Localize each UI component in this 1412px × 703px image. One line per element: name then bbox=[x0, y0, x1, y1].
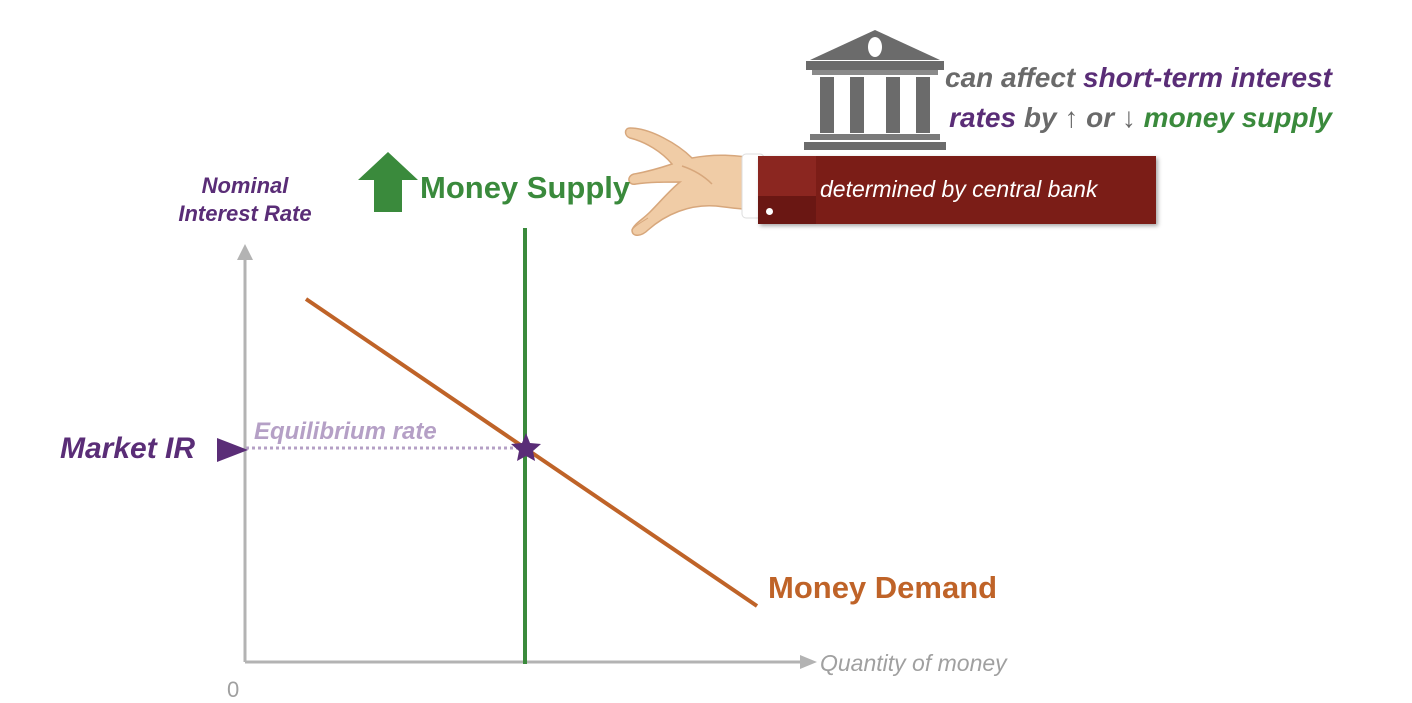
note-text-by: by bbox=[1023, 102, 1057, 133]
down-arrow-glyph: ↓ bbox=[1121, 102, 1136, 133]
up-arrow-icon bbox=[358, 152, 418, 212]
money-demand-label: Money Demand bbox=[768, 570, 998, 605]
y-axis-label-line1: Nominal bbox=[201, 173, 289, 198]
note-text-rates: rates bbox=[949, 102, 1017, 133]
money-supply-label: Money Supply bbox=[420, 170, 631, 205]
note-text-money-supply: money supply bbox=[1143, 102, 1332, 133]
y-axis-label: Nominal Interest Rate bbox=[150, 172, 340, 228]
y-axis-arrow bbox=[237, 244, 253, 260]
note-text-short-term-interest: short-term interest bbox=[1083, 62, 1332, 93]
x-axis-arrow bbox=[800, 655, 817, 669]
hand-icon bbox=[624, 127, 765, 236]
equilibrium-rate-label: Equilibrium rate bbox=[254, 418, 437, 445]
central-bank-note-line1: can affect short-term interest bbox=[945, 58, 1332, 98]
central-bank-note: can affect short-term interest rates by … bbox=[945, 58, 1332, 138]
equilibrium-star-icon bbox=[511, 433, 541, 461]
note-text-or: or bbox=[1086, 102, 1115, 133]
cuff-button-icon bbox=[766, 208, 773, 215]
x-axis-label: Quantity of money bbox=[820, 650, 1007, 676]
central-bank-note-line2: rates by ↑ or ↓ money supply bbox=[945, 98, 1332, 138]
market-ir-label: Market IR bbox=[60, 432, 196, 465]
up-arrow-glyph: ↑ bbox=[1064, 102, 1079, 133]
y-axis-label-line2: Interest Rate bbox=[178, 201, 312, 226]
sleeve-cuff bbox=[758, 156, 816, 224]
bank-building-icon bbox=[804, 30, 946, 150]
central-bank-box: determined by central bank bbox=[758, 156, 1156, 224]
market-ir-pointer-icon bbox=[217, 438, 248, 462]
origin-label: 0 bbox=[227, 677, 240, 702]
central-bank-box-text: determined by central bank bbox=[820, 176, 1098, 202]
note-text-can-affect: can affect bbox=[945, 62, 1076, 93]
